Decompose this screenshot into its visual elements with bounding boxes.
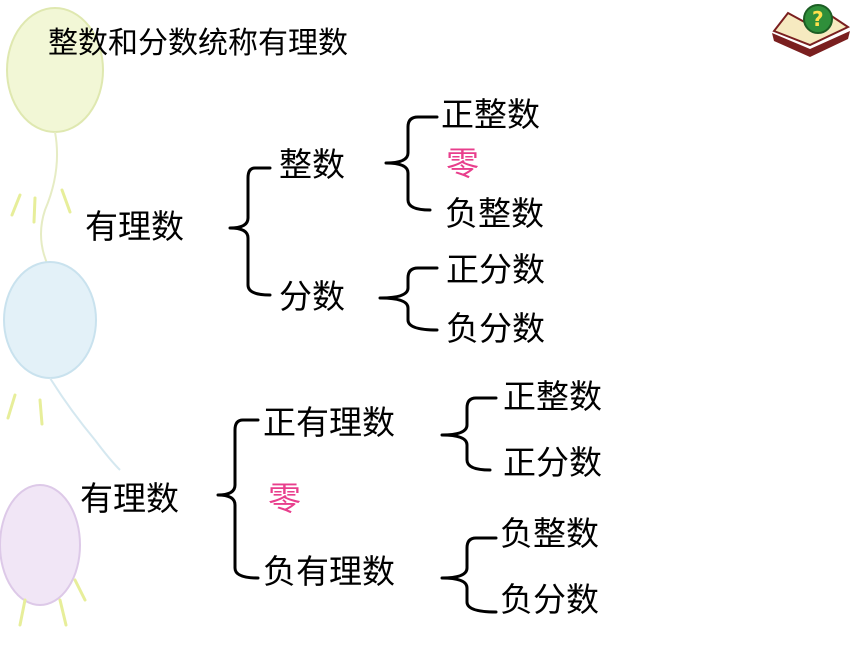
d1-negative-fraction-label: 负分数 <box>446 309 545 348</box>
brace-positive-rational <box>440 396 498 472</box>
svg-text:?: ? <box>812 7 824 31</box>
d1-root-label: 有理数 <box>85 207 184 246</box>
d1-positive-fraction-label: 正分数 <box>446 250 545 289</box>
d2-negative-rational-label: 负有理数 <box>263 552 395 591</box>
d2-root-label: 有理数 <box>80 479 179 518</box>
d2-positive-fraction-label: 正分数 <box>503 443 602 482</box>
balloon-icon <box>3 261 121 471</box>
balloon-decoration <box>0 7 121 627</box>
brace-fraction <box>378 266 439 332</box>
brace-negative-rational <box>440 536 498 614</box>
balloon-icon <box>0 484 81 606</box>
d2-negative-integer-label: 负整数 <box>500 514 599 553</box>
balloon-icon <box>6 7 104 271</box>
d1-fraction-label: 分数 <box>279 277 345 316</box>
d2-zero-label: 零 <box>268 479 301 518</box>
d1-integer-label: 整数 <box>279 145 345 184</box>
d1-zero-label: 零 <box>446 144 479 183</box>
d1-positive-integer-label: 正整数 <box>441 95 540 134</box>
page-title: 整数和分数统称有理数 <box>48 26 348 61</box>
d2-positive-rational-label: 正有理数 <box>263 403 395 442</box>
question-book-icon: ? <box>772 4 851 57</box>
d1-negative-integer-label: 负整数 <box>445 194 544 233</box>
brace-integer <box>384 115 439 212</box>
brace-root-2 <box>216 418 260 580</box>
brace-root-1 <box>228 166 272 297</box>
d2-positive-integer-label: 正整数 <box>503 377 602 416</box>
d2-negative-fraction-label: 负分数 <box>500 580 599 619</box>
